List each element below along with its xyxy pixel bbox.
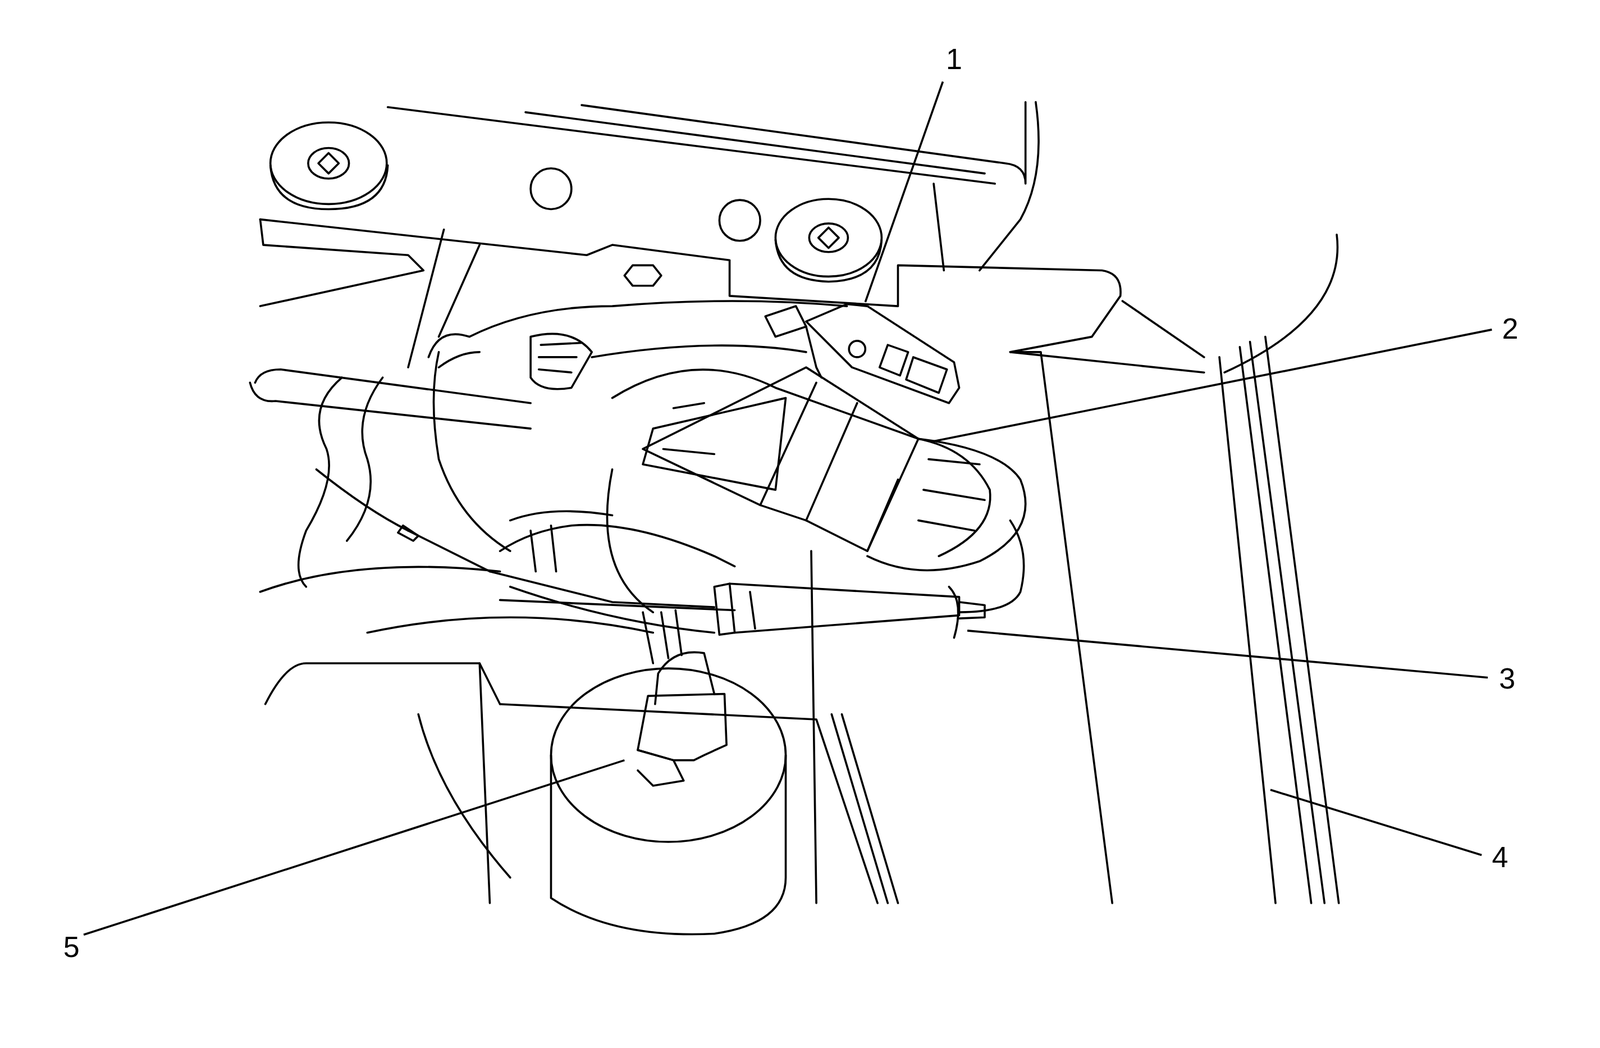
callout-number: 1 bbox=[943, 43, 965, 75]
callout-number: 5 bbox=[61, 930, 82, 963]
callout-number: 3 bbox=[1496, 662, 1518, 694]
callout-number: 4 bbox=[1489, 840, 1511, 873]
leader-lines bbox=[83, 81, 1492, 935]
callout-number: 2 bbox=[1500, 312, 1521, 345]
